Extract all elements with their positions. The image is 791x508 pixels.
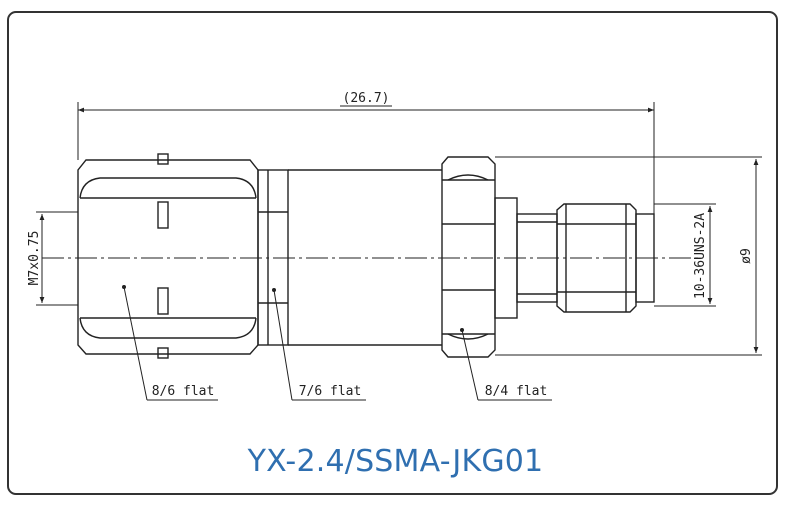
right-thread-label: 10-36UNS-2A [693, 213, 708, 299]
overall-length-label: (26.7) [343, 91, 390, 106]
body-cylinder [288, 169, 442, 346]
right-hex [441, 156, 496, 358]
flat-callout-2: 7/6 flat [299, 384, 362, 399]
left-hex-nut [77, 153, 259, 359]
flat-callout-1: 8/6 flat [152, 384, 215, 399]
leader-flat-1 [123, 286, 148, 401]
leader-flat-3 [461, 329, 479, 401]
flat-callout-3: 8/4 flat [485, 384, 548, 399]
diameter-label: ø9 [739, 248, 754, 264]
leader-flat-2 [273, 289, 293, 401]
drawing-frame [7, 11, 778, 495]
part-number-title: YX-2.4/SSMA-JKG01 [247, 444, 544, 479]
left-thread-label: M7x0.75 [27, 231, 42, 286]
